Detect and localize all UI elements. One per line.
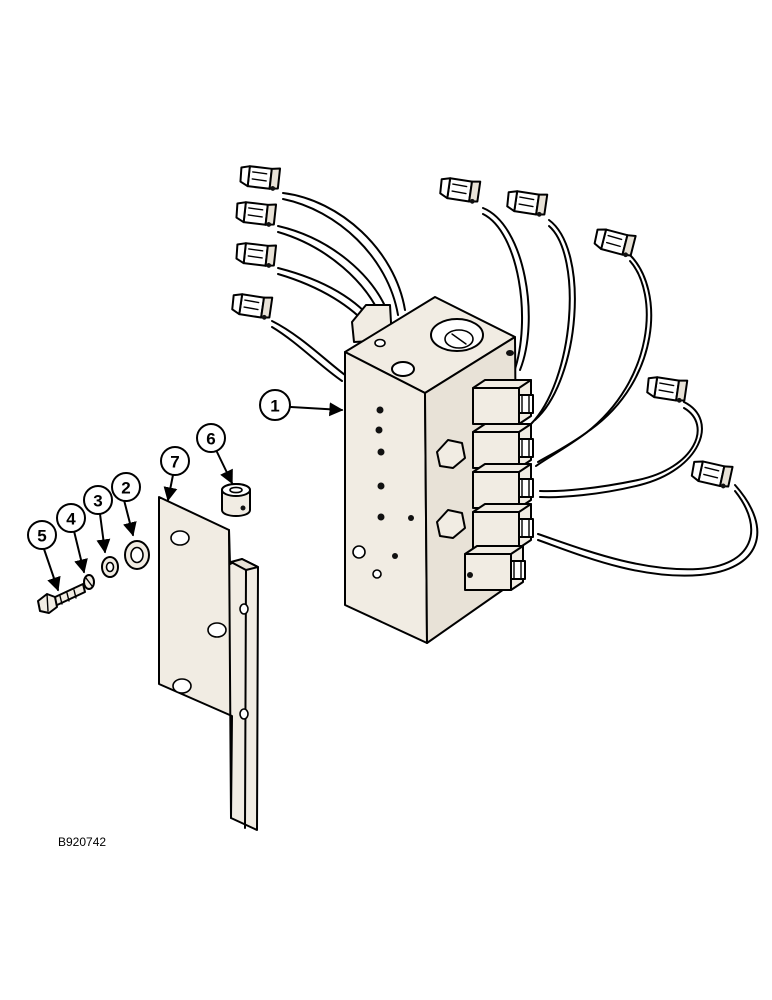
valve-block xyxy=(344,296,534,644)
callout-7: 7 xyxy=(160,446,190,476)
svg-text:1: 1 xyxy=(270,397,279,416)
callout-4: 4 xyxy=(56,503,86,533)
flat-washer xyxy=(124,540,150,570)
lock-washer-small xyxy=(83,574,95,590)
svg-text:2: 2 xyxy=(121,479,130,498)
spacer xyxy=(221,483,251,517)
drawing-id: B920742 xyxy=(58,835,106,849)
svg-text:4: 4 xyxy=(66,510,76,529)
mounting-bracket xyxy=(158,496,259,831)
wire-harness-right xyxy=(482,207,759,577)
callout-1: 1 xyxy=(259,389,291,421)
svg-text:6: 6 xyxy=(206,430,215,449)
callouts: 1 2 3 4 5 6 7 xyxy=(27,389,344,592)
callout-6: 6 xyxy=(196,423,226,453)
svg-text:5: 5 xyxy=(37,527,46,546)
bolt xyxy=(37,583,86,614)
svg-text:7: 7 xyxy=(170,453,179,472)
callout-2: 2 xyxy=(111,472,141,502)
callout-5: 5 xyxy=(27,520,57,550)
wire-harness-left xyxy=(271,192,406,382)
lock-washer xyxy=(101,556,119,578)
callout-3: 3 xyxy=(83,485,113,515)
svg-text:3: 3 xyxy=(93,492,102,511)
